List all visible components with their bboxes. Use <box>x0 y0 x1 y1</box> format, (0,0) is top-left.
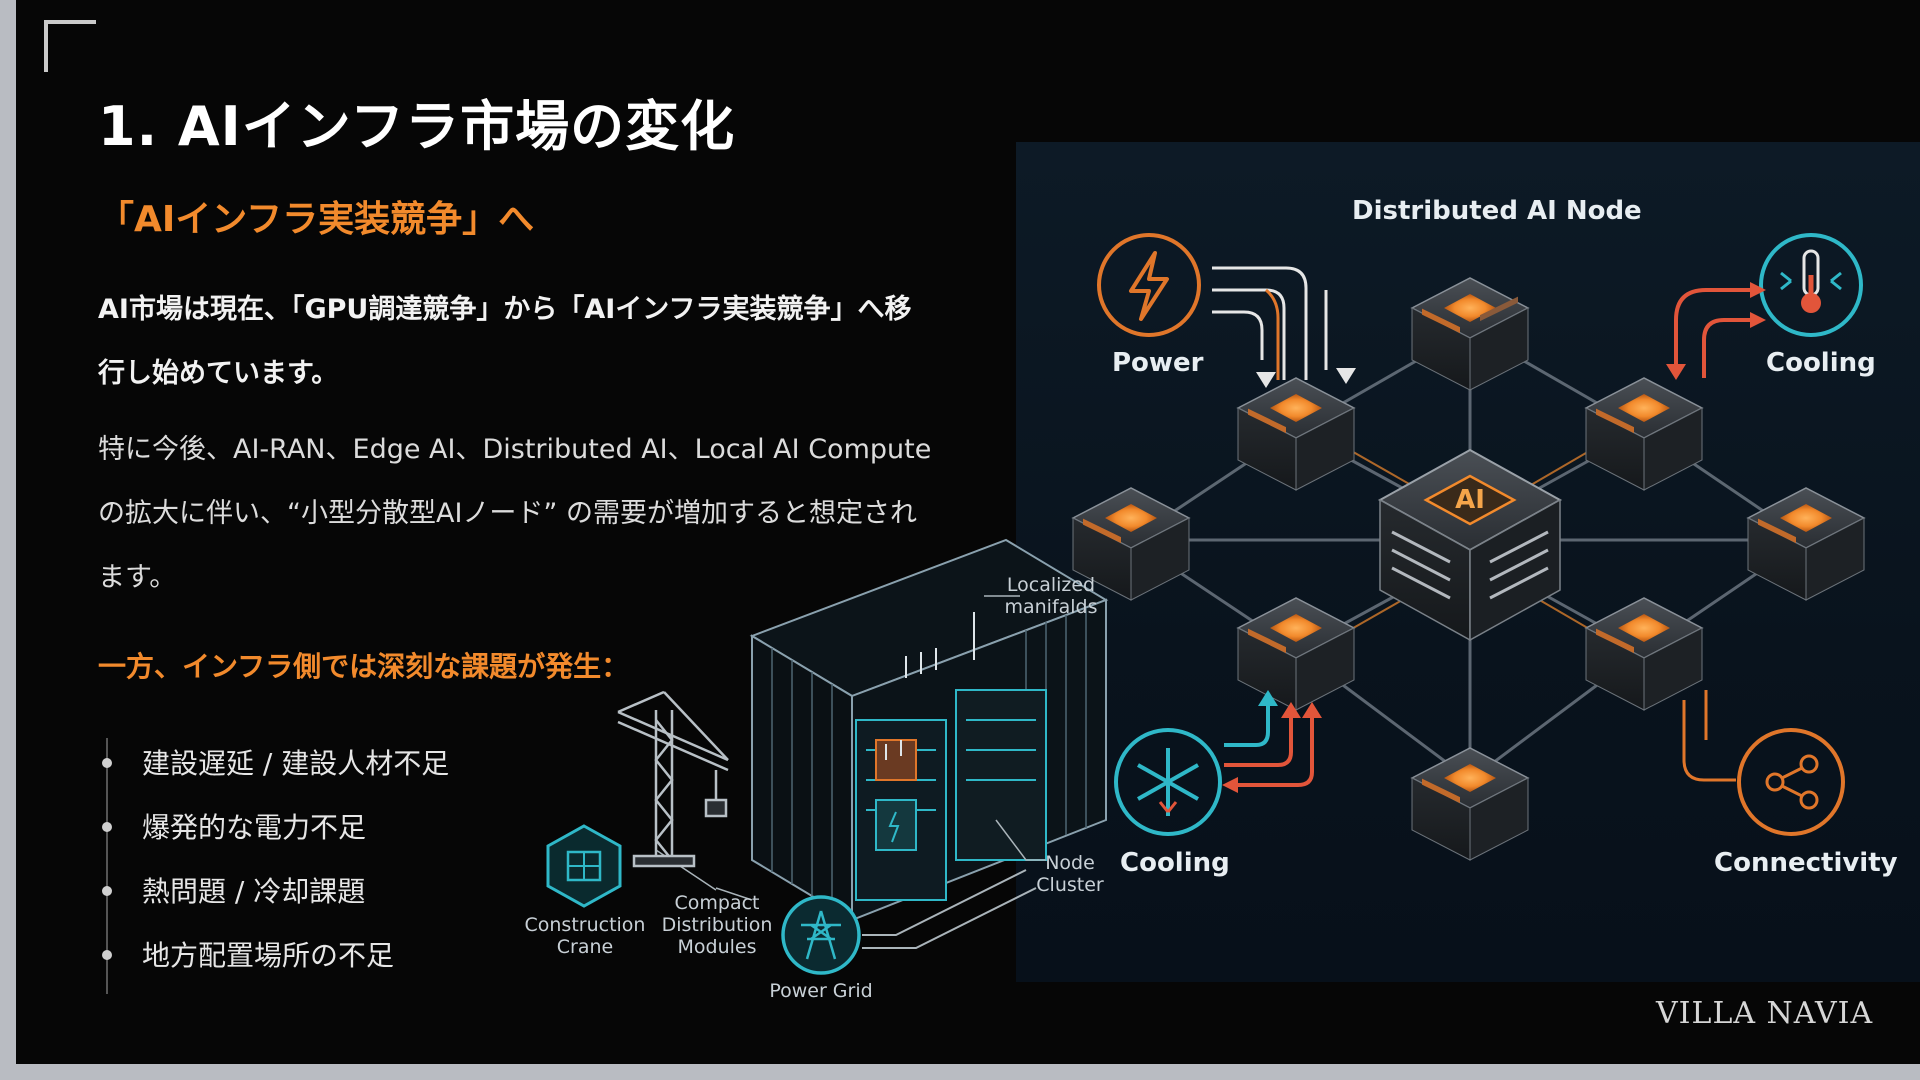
connectivity-links <box>1682 690 1736 782</box>
intro-paragraph: AI市場は現在、「GPU調達競争」から「AIインフラ実装競争」へ移行し始めていま… <box>98 294 912 389</box>
share-network-icon <box>1737 728 1845 836</box>
issue-item: 地方配置場所の不足 <box>101 930 449 994</box>
manifold-arrows <box>885 612 975 760</box>
power-tower-icon <box>781 895 861 975</box>
arrow-heads <box>1256 368 1356 388</box>
slide-subtitle: 「AIインフラ実装競争」へ <box>98 199 535 240</box>
cooling-top-label: Cooling <box>1766 348 1876 378</box>
issues-heading: 一方、インフラ側では深刻な課題が発生： <box>98 650 630 683</box>
issues-list: 建設遅延 / 建設人材不足 爆発的な電力不足 熱問題 / 冷却課題 地方配置場所… <box>101 738 449 994</box>
node-box <box>1071 487 1191 601</box>
corner-bracket <box>44 20 96 72</box>
cooling-top-arrows <box>1674 288 1756 378</box>
diagram-title: Distributed AI Node <box>1352 196 1642 226</box>
ai-chip-label: AI <box>1455 485 1485 515</box>
node-boxes <box>1071 277 1866 861</box>
snowflake-icon <box>1114 728 1222 836</box>
issue-item: 建設遅延 / 建設人材不足 <box>101 738 449 802</box>
node-box <box>1410 747 1530 861</box>
connectivity-label: Connectivity <box>1714 848 1898 878</box>
detail-paragraph: 特に今後、AI-RAN、Edge AI、Distributed AI、Local… <box>98 434 932 593</box>
construction-block-icon <box>546 824 622 908</box>
node-box <box>1746 487 1866 601</box>
construction-crane-label: Construction Crane <box>524 914 646 958</box>
central-ai-node: AI <box>1377 448 1563 642</box>
node-box <box>1410 277 1530 391</box>
power-arrows <box>1212 266 1328 380</box>
node-box <box>1236 377 1356 491</box>
node-cluster-label: Node Cluster <box>1036 852 1104 896</box>
lightning-icon <box>1097 233 1201 337</box>
compact-modules-label: Compact Distribution Modules <box>661 892 773 958</box>
power-grid-label: Power Grid <box>769 980 873 1002</box>
crane-icon <box>617 690 729 868</box>
issue-item: 爆発的な電力不足 <box>101 802 449 866</box>
issue-item: 熱問題 / 冷却課題 <box>101 866 449 930</box>
thermometer-icon <box>1759 233 1863 337</box>
infrastructure-illustration: AI <box>546 233 1866 975</box>
power-label: Power <box>1112 348 1204 378</box>
localized-manifolds-label: Localized manifalds <box>1004 574 1098 618</box>
watermark-logo: VILLA NAVIA <box>1656 996 1874 1031</box>
cooling-bottom-arrows <box>1224 700 1314 787</box>
node-box <box>1584 597 1704 711</box>
slide-title: 1. AIインフラ市場の変化 <box>98 95 736 158</box>
node-box <box>1584 377 1704 491</box>
node-box <box>1236 597 1356 711</box>
cooling-bottom-label: Cooling <box>1120 848 1230 878</box>
grid-lines <box>862 869 1037 949</box>
slide: 1. AIインフラ市場の変化 「AIインフラ実装競争」へ AI市場は現在、「GP… <box>16 0 1920 1064</box>
